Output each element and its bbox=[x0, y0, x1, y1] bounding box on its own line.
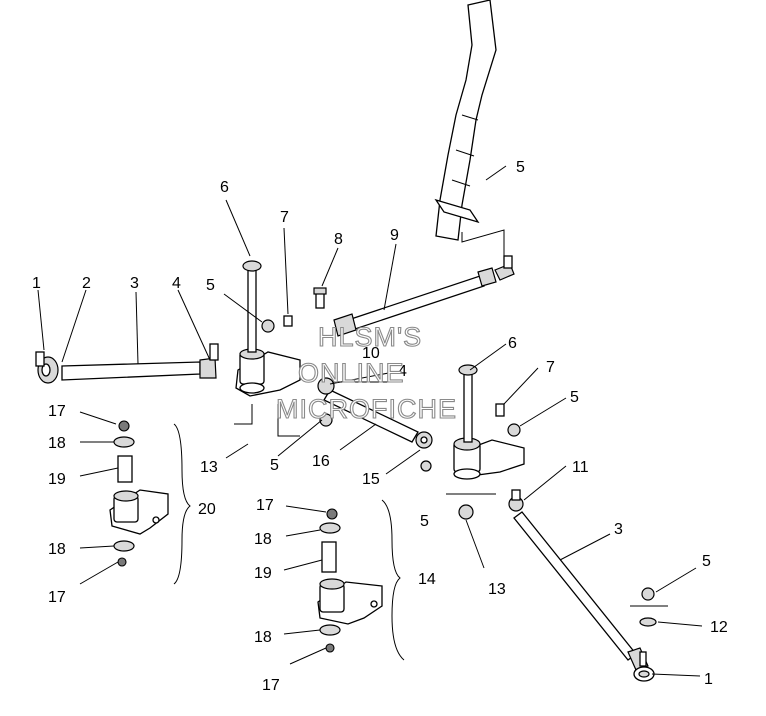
callout-1: 1 bbox=[704, 671, 713, 688]
callout-10: 10 bbox=[362, 345, 380, 362]
callout-1: 1 bbox=[32, 275, 41, 292]
spindle-bracket-left bbox=[234, 260, 301, 437]
callout-18: 18 bbox=[254, 531, 272, 548]
leader-lines bbox=[37, 165, 703, 677]
callout-3: 3 bbox=[614, 521, 623, 538]
callout-11: 11 bbox=[572, 459, 589, 476]
callouts: 1 2 3 4 5 6 7 8 9 10 5 6 4 7 5 17 18 19 … bbox=[32, 159, 728, 694]
spindle-assembly-20 bbox=[109, 420, 191, 585]
watermark-line-1: HLSM'S bbox=[318, 322, 422, 352]
callout-20: 20 bbox=[198, 501, 216, 518]
callout-5: 5 bbox=[420, 513, 429, 530]
tie-rod-right bbox=[508, 489, 668, 682]
callout-19: 19 bbox=[48, 471, 66, 488]
callout-6: 6 bbox=[508, 335, 517, 352]
callout-5: 5 bbox=[270, 457, 279, 474]
callout-4: 4 bbox=[398, 363, 407, 380]
callout-6: 6 bbox=[220, 179, 229, 196]
steering-shaft bbox=[434, 0, 505, 262]
spindle-bracket-right bbox=[446, 364, 525, 520]
callout-17: 17 bbox=[48, 403, 66, 420]
callout-18: 18 bbox=[48, 541, 66, 558]
callout-13: 13 bbox=[200, 459, 218, 476]
callout-19: 19 bbox=[254, 565, 272, 582]
tie-rod-left bbox=[35, 343, 219, 384]
callout-7: 7 bbox=[280, 209, 289, 226]
callout-14: 14 bbox=[418, 571, 436, 588]
callout-16: 16 bbox=[312, 453, 330, 470]
callout-2: 2 bbox=[82, 275, 91, 292]
spindle-assembly-14 bbox=[317, 499, 405, 661]
callout-9: 9 bbox=[390, 227, 399, 244]
callout-8: 8 bbox=[334, 231, 343, 248]
center-link-16 bbox=[317, 377, 433, 472]
callout-5: 5 bbox=[570, 389, 579, 406]
callout-5: 5 bbox=[206, 277, 215, 294]
callout-5: 5 bbox=[702, 553, 711, 570]
watermark: HLSM'S ONLINE MICROFICHE bbox=[275, 321, 457, 424]
callout-17: 17 bbox=[48, 589, 66, 606]
bolt-8 bbox=[313, 287, 327, 309]
callout-5: 5 bbox=[516, 159, 525, 176]
callout-7: 7 bbox=[546, 359, 555, 376]
callout-18: 18 bbox=[48, 435, 66, 452]
callout-13: 13 bbox=[488, 581, 506, 598]
callout-15: 15 bbox=[362, 471, 380, 488]
drag-link-9 bbox=[333, 255, 515, 337]
callout-17: 17 bbox=[262, 677, 280, 694]
callout-12: 12 bbox=[710, 619, 728, 636]
callout-18: 18 bbox=[254, 629, 272, 646]
callout-17: 17 bbox=[256, 497, 274, 514]
watermark-line-3: MICROFICHE bbox=[276, 394, 457, 424]
callout-4: 4 bbox=[172, 275, 181, 292]
callout-3: 3 bbox=[130, 275, 139, 292]
watermark-line-2: ONLINE bbox=[298, 358, 405, 388]
